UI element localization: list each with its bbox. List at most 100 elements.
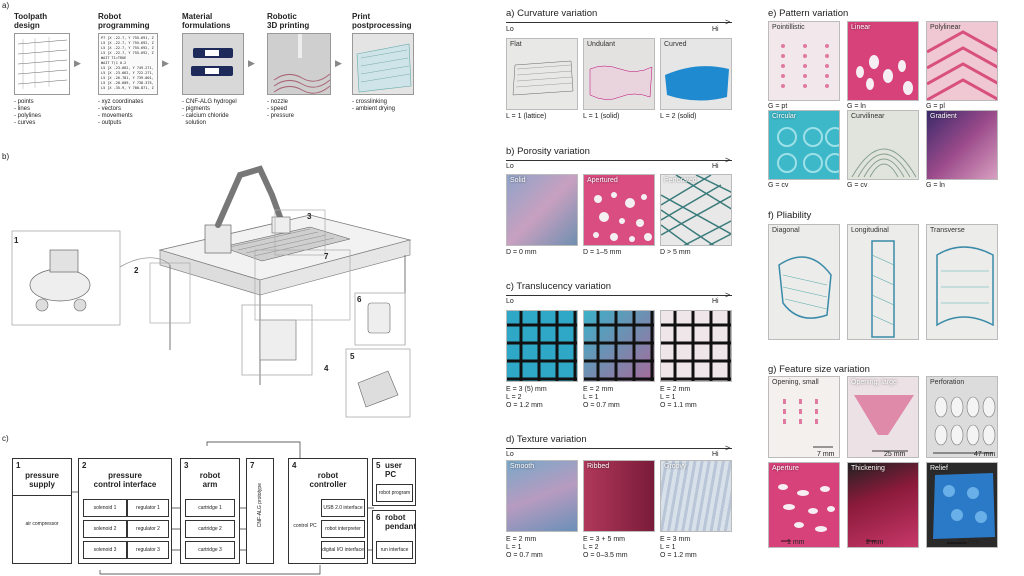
photo-label: Pointillistic [772, 24, 805, 31]
arrow-head-icon: > [725, 290, 731, 300]
callout-3: 3 [307, 212, 312, 221]
pattern-caption: G = cv [847, 182, 868, 189]
pattern-caption: G = pl [926, 103, 945, 110]
longitudinal-photo: Longitudinal [847, 224, 919, 340]
regulator-3: regulator 3 [127, 541, 169, 559]
code-line: L5 [X -22.7, Y 755.692, Z [101, 51, 154, 55]
photo-label: Linear [851, 24, 871, 31]
photo-label: Opening, large [851, 379, 897, 386]
box-number: 6 [376, 513, 381, 522]
step-3-list: - CNF-ALG hydrogel- pigments- calcium ch… [182, 99, 237, 126]
photo-label: Longitudinal [851, 227, 889, 234]
regulator-1: regulator 1 [127, 499, 169, 517]
opening-large-photo: Opening, large [847, 376, 919, 458]
gradient-photo: Gradient [926, 110, 998, 180]
hi-label: Hi [712, 298, 719, 305]
aperture-photo: Aperture [768, 462, 840, 548]
smooth-photo: Smooth [506, 460, 578, 532]
solenoid-3: solenoid 3 [83, 541, 127, 559]
code-line: WAIT T(1 0.2 [101, 61, 127, 65]
dimension-label: 47 mm [974, 451, 996, 458]
translucency-photo-2 [583, 310, 655, 382]
hi-label: Hi [712, 163, 719, 170]
photo-label: Perforated [664, 177, 697, 184]
translucency-photo-1 [506, 310, 578, 382]
code-line: L5 [X -23.662, Y 749.271, [101, 66, 154, 70]
lo-label: Lo [506, 298, 514, 305]
arrow-right-icon: ▶ [335, 58, 342, 68]
box-number: 5 [376, 461, 381, 470]
callout-6: 6 [357, 295, 362, 304]
toolpath-image [14, 33, 70, 95]
solenoid-2: solenoid 2 [83, 520, 127, 538]
control-pc-label: control PC [293, 523, 317, 529]
dimension-label: 2 mm [866, 539, 884, 546]
photo-label: Curved [664, 41, 687, 48]
code-line: L5 [X -22.7, Y 755.692, Z [101, 41, 154, 45]
photo-label: Apertured [587, 177, 618, 184]
photo-label: Flat [510, 41, 522, 48]
step-1-list: - points- lines- polylines- curves [14, 99, 42, 126]
cartridge-1: cartridge 1 [185, 499, 235, 517]
feature-title: g) Feature size variation [768, 364, 870, 375]
dimension-label: 15 mm [958, 539, 980, 546]
perforated-photo: Perforated [660, 174, 732, 246]
dimension-label: 1 mm [787, 539, 805, 546]
callout-7: 7 [324, 252, 329, 261]
code-line: L5 [X -28.609, Y 738.375, [101, 81, 154, 85]
prototype-label: CNF-ALG prototype [257, 483, 263, 528]
photo-label: Smooth [510, 463, 535, 470]
photo-label: Circular [772, 113, 797, 120]
photo-label: Perforation [930, 379, 965, 386]
curvature-caption: L = 1 (lattice) [506, 113, 547, 120]
pointillistic-photo: Pointillistic [768, 21, 840, 101]
hi-label: Hi [712, 451, 719, 458]
cartridges-image [182, 33, 244, 95]
pattern-caption: G = pt [768, 103, 788, 110]
photo-label: Relief [930, 465, 948, 472]
box-number: 3 [184, 461, 189, 470]
code-line: WAIT T1=TRUE [101, 56, 127, 60]
regulator-2: regulator 2 [127, 520, 169, 538]
photo-label: Groovy [664, 463, 687, 470]
photo-label: Curvilinear [851, 113, 885, 120]
photo-label: Opening, small [772, 379, 819, 386]
box-number: 4 [292, 461, 297, 470]
step-5-list: - crosslinking- ambient drying [352, 99, 396, 112]
step-2-list: - xyz coordinates- vectors- movements- o… [98, 99, 144, 126]
run-interface: run interface [376, 541, 413, 559]
arrow-head-icon: > [725, 155, 731, 165]
flat-photo: Flat [506, 38, 578, 110]
lo-label: Lo [506, 163, 514, 170]
postprocess-image [352, 33, 414, 95]
arrow-right-icon: ▶ [162, 58, 169, 68]
curvature-caption: L = 2 (solid) [660, 113, 697, 120]
solenoid-1: solenoid 1 [83, 499, 127, 517]
translucency-photo-3 [660, 310, 732, 382]
callout-2: 2 [134, 266, 139, 275]
polylinear-photo: Polylinear [926, 21, 998, 101]
thickening-photo: Thickening [847, 462, 919, 548]
scale-arrow [506, 448, 732, 449]
photo-label: Transverse [930, 227, 965, 234]
texture-title: d) Texture variation [506, 434, 587, 445]
pattern-title: e) Pattern variation [768, 8, 849, 19]
